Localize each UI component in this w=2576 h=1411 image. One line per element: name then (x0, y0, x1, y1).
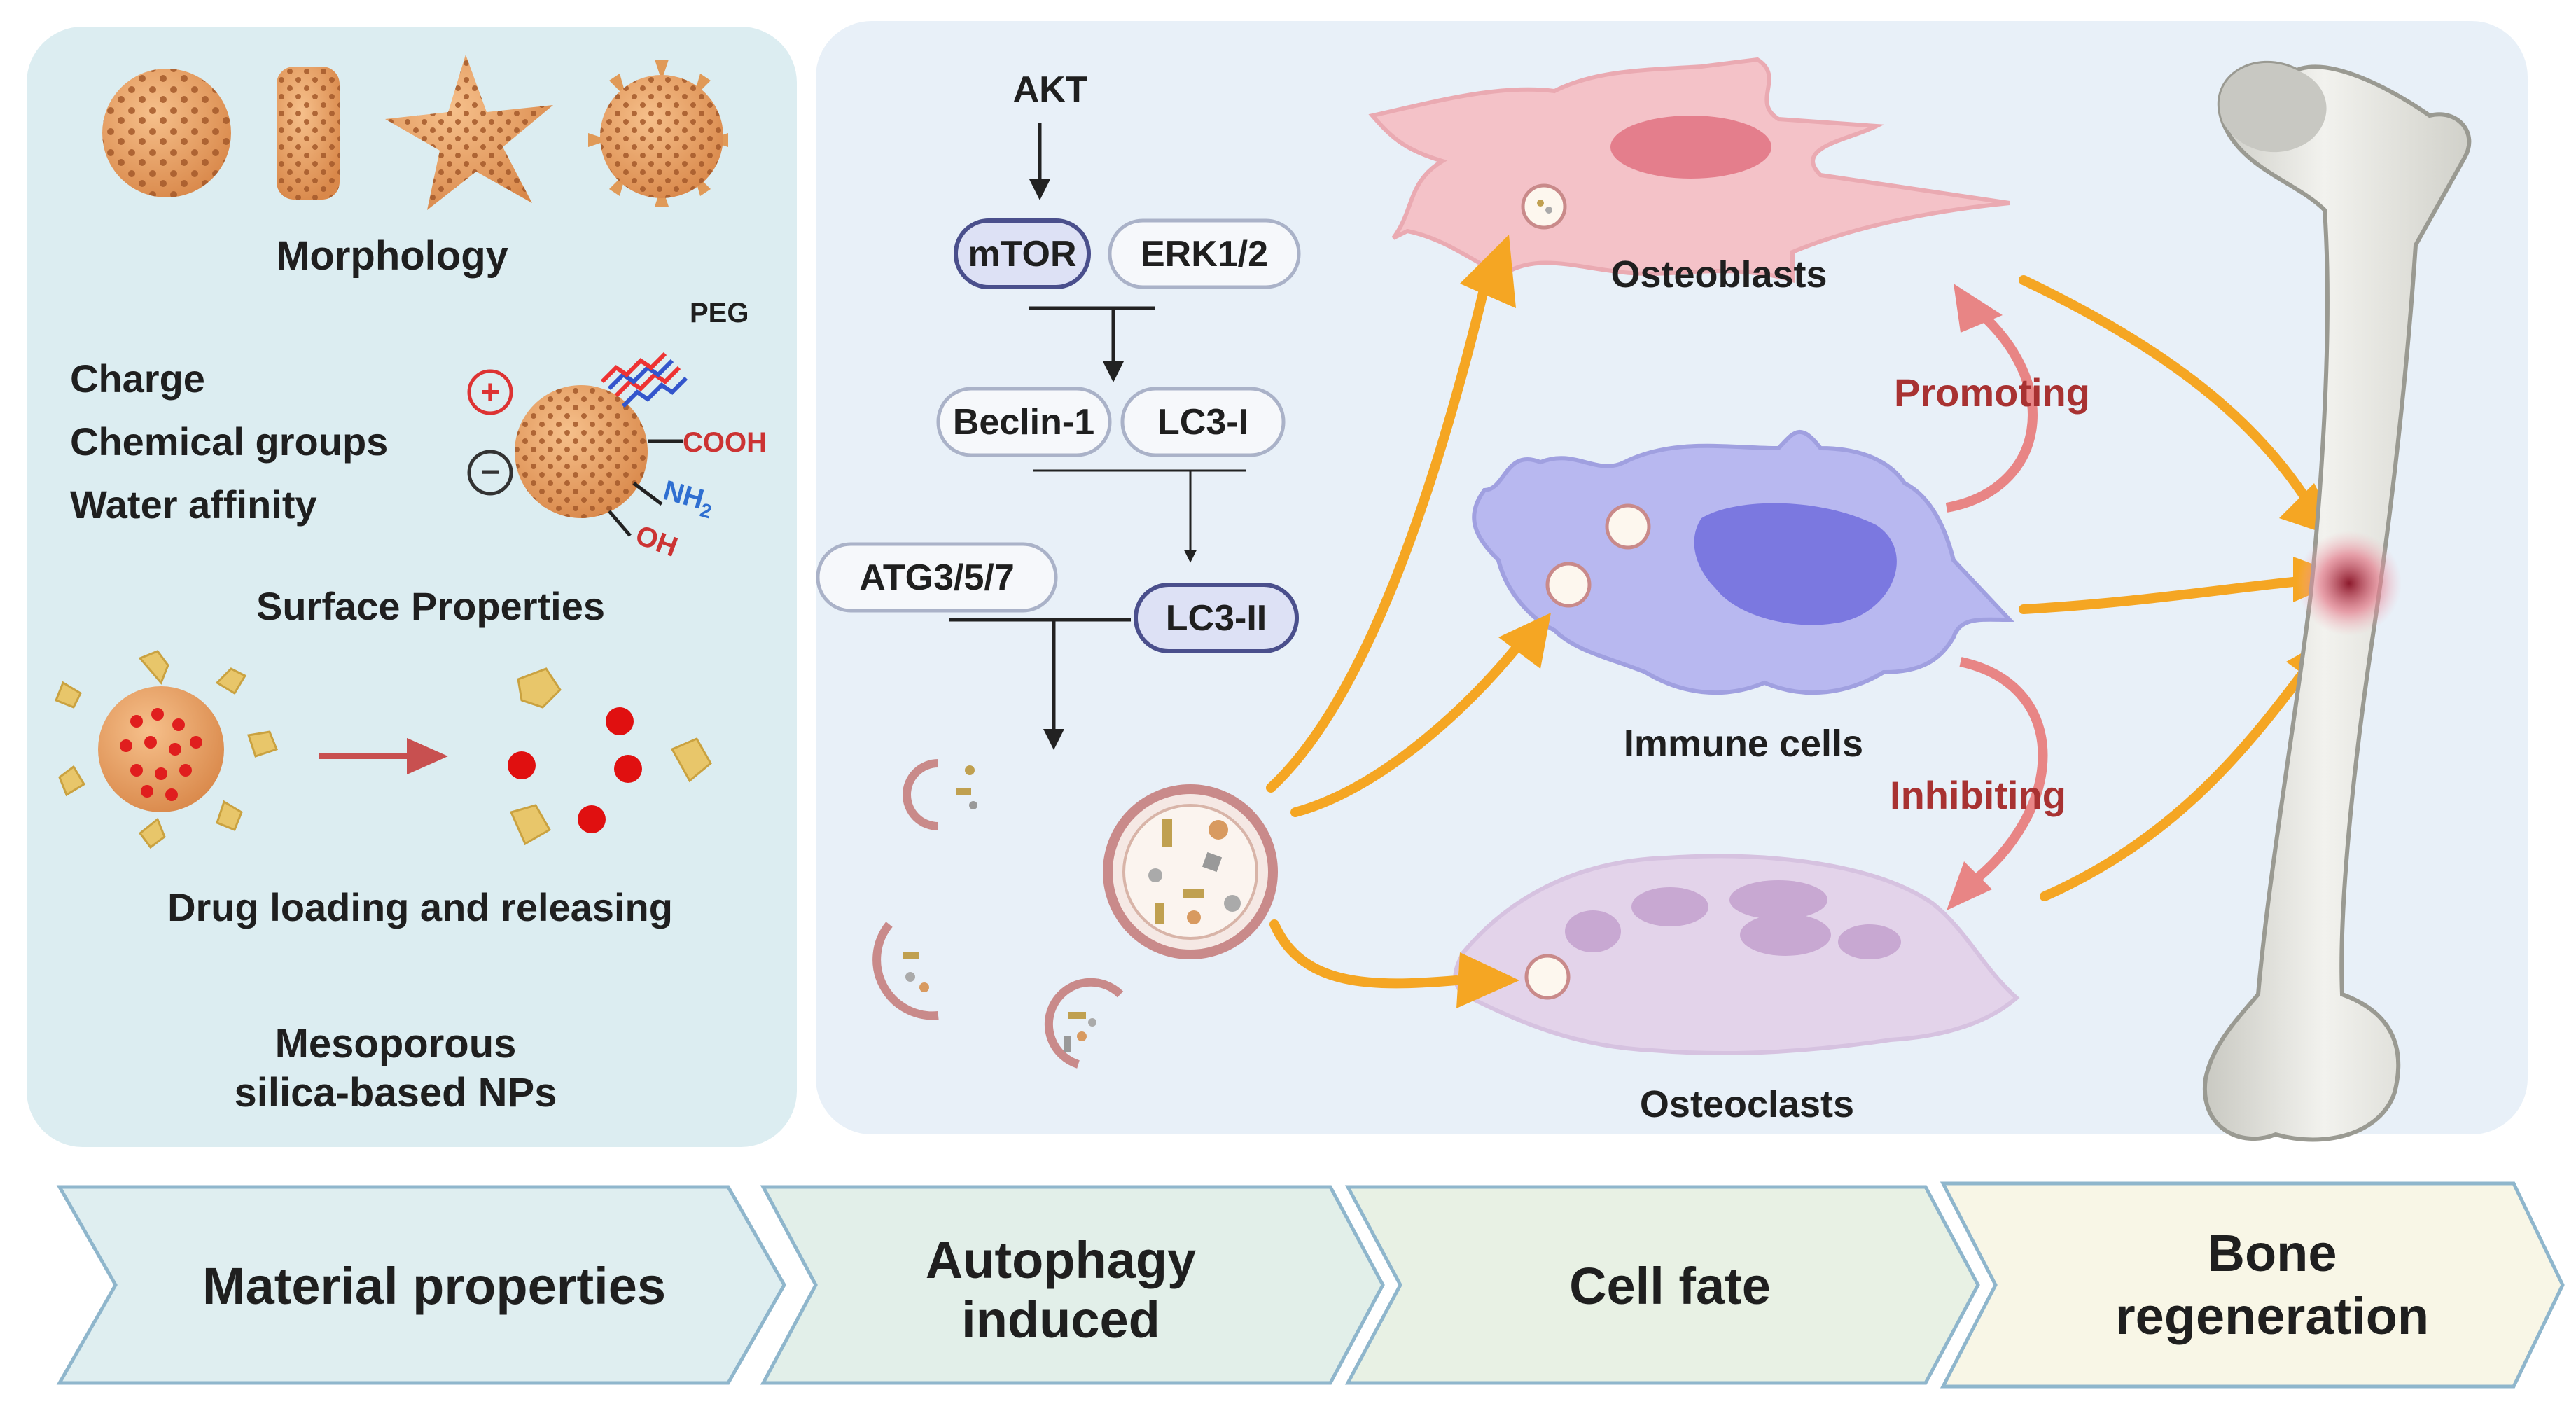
minus-charge-icon: − (467, 450, 513, 496)
drug-loaded-particle (55, 650, 278, 849)
mtor-label: mTOR (968, 234, 1076, 274)
beclin-lc3-join (1033, 469, 1246, 560)
drug-loading-label: Drug loading and releasing (167, 885, 673, 929)
stage-bone-label-2: regeneration (2115, 1287, 2429, 1345)
autophagosome-fragments (872, 759, 1124, 1069)
lc3ii-pill (1134, 583, 1299, 653)
atg-label: ATG3/5/7 (859, 557, 1015, 598)
fate-arrows (1266, 282, 1524, 989)
stage-bone-regeneration (1940, 1181, 2565, 1389)
erk-pill (1108, 218, 1301, 289)
lc3ii-label: LC3-II (1166, 598, 1267, 639)
charge-label: Charge (70, 356, 205, 401)
immune-cells-label: Immune cells (1624, 723, 1863, 765)
water-affinity-label: Water affinity (70, 482, 317, 527)
stage-material (56, 1185, 786, 1385)
stage-cell-fate-label: Cell fate (1569, 1257, 1771, 1315)
atg-pill (816, 542, 1058, 613)
release-arrow (319, 737, 448, 775)
peg-chains (600, 352, 688, 408)
stage-autophagy-label-1: Autophagy (926, 1231, 1196, 1289)
mtor-pill (954, 218, 1091, 289)
stage-bone-label-1: Bone (2208, 1224, 2337, 1282)
fate-arrowheads (1456, 235, 1551, 1008)
atg-lc3ii-join (949, 618, 1131, 746)
left-panel (27, 27, 797, 1147)
mtor-erk-join (1029, 306, 1155, 378)
osteoblast-cell (1368, 57, 2010, 283)
rod-particle (277, 67, 340, 200)
stage-autophagy (760, 1185, 1385, 1385)
lc3i-label: LC3-I (1157, 402, 1248, 443)
sphere-particle (102, 69, 231, 197)
osteoblasts-label: Osteoblasts (1610, 253, 1827, 296)
svg-text:−: − (480, 454, 500, 491)
erk-label: ERK1/2 (1141, 234, 1268, 274)
stage-material-label: Material properties (202, 1257, 666, 1315)
inhibiting-label: Inhibiting (1890, 773, 2066, 817)
osteoclasts-label: Osteoclasts (1640, 1083, 1854, 1125)
beclin-pill (936, 387, 1112, 457)
stage-autophagy-label-2: induced (961, 1291, 1160, 1349)
lc3i-pill (1120, 387, 1286, 457)
promoting-arrowhead (1954, 284, 2003, 333)
immune-cell (1472, 430, 2014, 695)
inhibiting-arrowhead (1947, 861, 1992, 910)
bone-arrows (2019, 275, 2312, 901)
spiky-particle (588, 60, 728, 207)
osteoclast-cell (1453, 854, 2020, 1056)
svg-text:+: + (480, 374, 500, 411)
morphology-label: Morphology (276, 233, 508, 279)
autophagosome (1103, 784, 1278, 959)
star-particle (385, 55, 553, 210)
peg-label: PEG (690, 298, 749, 328)
released-drugs (508, 667, 712, 846)
fracture-site (2297, 531, 2402, 636)
functionalized-particle (515, 352, 688, 537)
chemical-groups-label: Chemical groups (70, 419, 388, 464)
surface-properties-label: Surface Properties (256, 584, 605, 628)
promoting-arrow (1945, 304, 2038, 513)
plus-charge-icon: + (467, 369, 513, 415)
stage-cell-fate (1344, 1185, 1980, 1385)
material-title-line1: Mesoporous (275, 1021, 517, 1066)
cooh-label: COOH (683, 427, 767, 458)
akt-label: AKT (1013, 69, 1088, 110)
promoting-label: Promoting (1894, 370, 2090, 415)
beclin-label: Beclin-1 (953, 402, 1094, 443)
material-title-line2: silica-based NPs (235, 1070, 557, 1115)
inhibiting-arrow (1959, 657, 2048, 890)
